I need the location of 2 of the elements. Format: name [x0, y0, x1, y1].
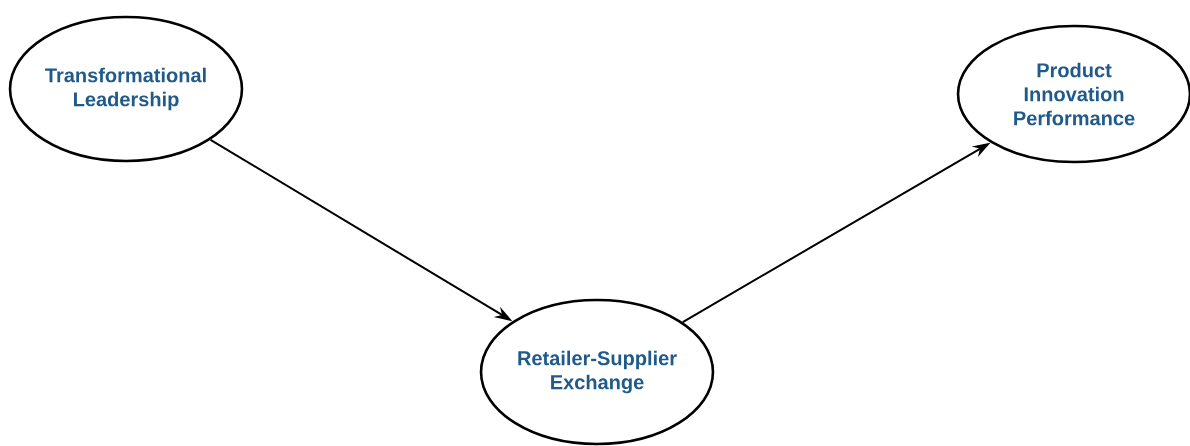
ellipse-node: Transformational Leadership [8, 15, 244, 163]
ellipse-node: Retailer-Supplier Exchange [479, 298, 715, 446]
